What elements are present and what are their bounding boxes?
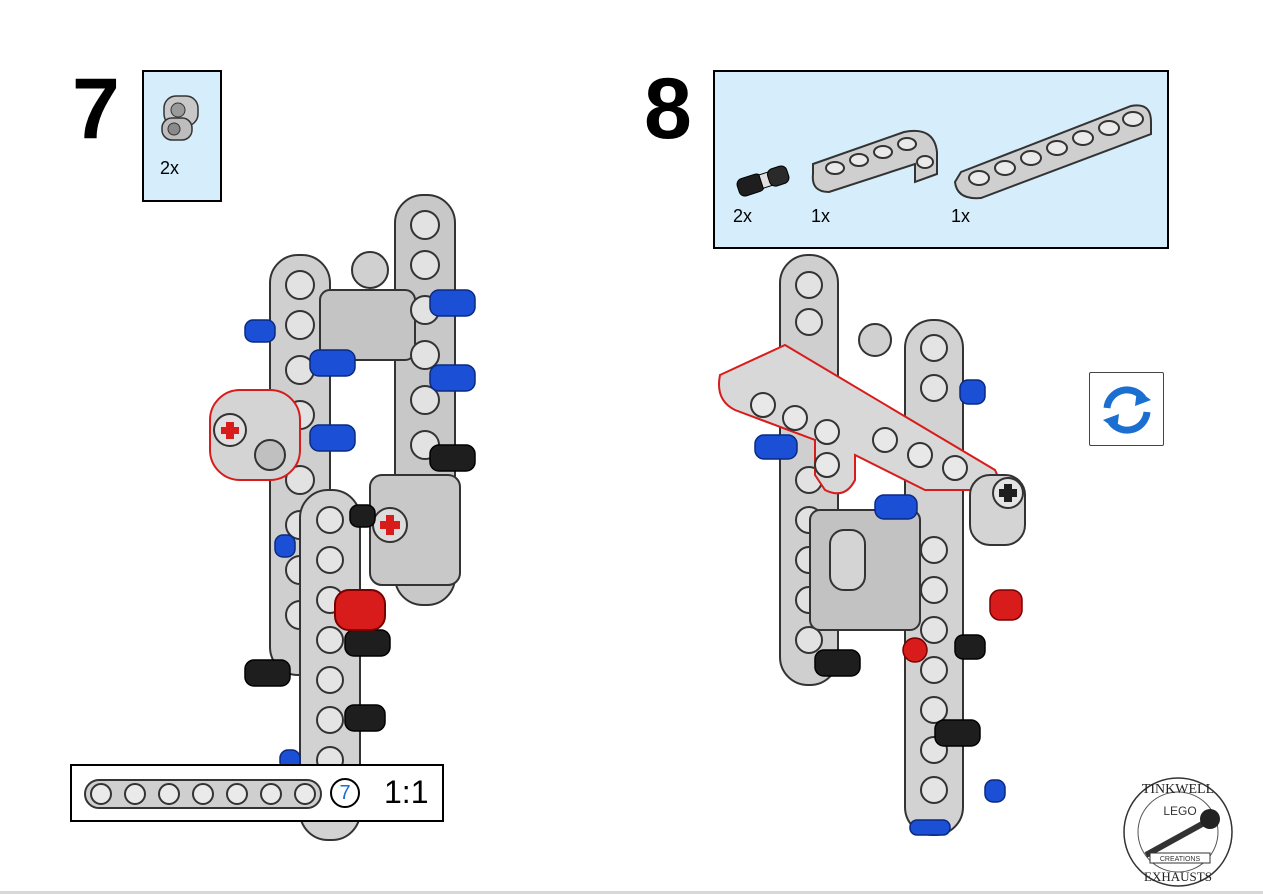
step-7-model-illustration (209, 194, 476, 841)
svg-text:EXHAUSTS: EXHAUSTS (1144, 869, 1212, 884)
svg-text:TINKWELL: TINKWELL (1142, 782, 1214, 797)
step-8-part-2-qty: 1x (811, 206, 831, 226)
rotate-arrows-icon (1103, 386, 1151, 434)
svg-text:CREATIONS: CREATIONS (1160, 856, 1201, 863)
step-7-number: 7 (72, 61, 120, 157)
liftarm-7-scale-icon (84, 779, 322, 809)
step-8-number: 8 (644, 61, 692, 157)
ruler-length-badge: 7 (330, 778, 360, 808)
page-footer-line (0, 891, 1263, 894)
step-8-part-3-qty: 1x (951, 206, 971, 226)
step-8-part-1-qty: 2x (733, 206, 753, 226)
step-8-model-illustration (718, 254, 1026, 836)
beam-length-ruler: 7 1:1 (70, 764, 444, 822)
svg-text:LEGO: LEGO (1163, 804, 1196, 818)
liftarm-7-icon (953, 104, 1152, 200)
creator-logo-seal: TINKWELL LEGO CREATIONS EXHAUSTS (1123, 777, 1233, 887)
l-beam-2x4-icon (811, 130, 938, 194)
rotate-model-button[interactable] (1089, 372, 1164, 446)
pin-connector-perpendicular-icon (161, 95, 199, 141)
axle-pin-black-icon (736, 165, 790, 197)
ruler-scale-label: 1:1 (384, 774, 429, 810)
step-7-part-qty: 2x (160, 158, 180, 178)
step-7-parts-callout: 2x (142, 70, 222, 202)
step-8-parts-callout: 2x 1x 1x (713, 70, 1169, 249)
